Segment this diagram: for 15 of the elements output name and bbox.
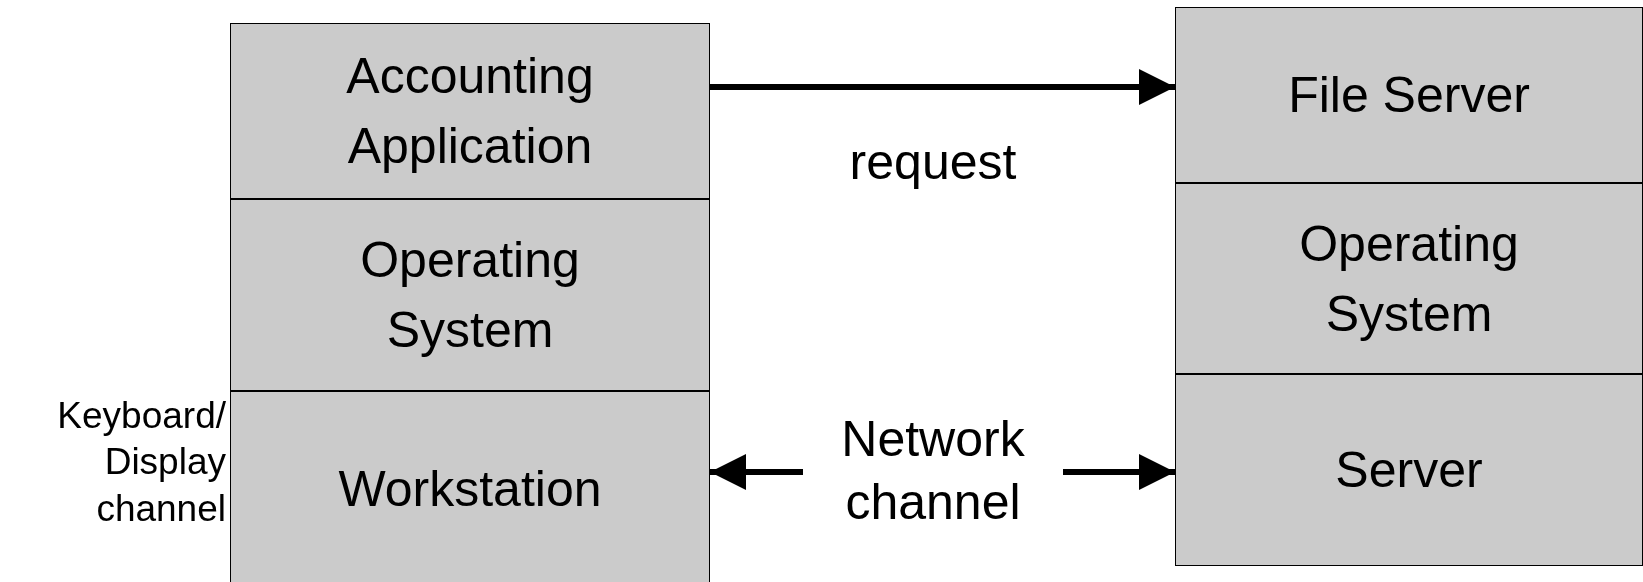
layer-box [230, 199, 710, 391]
layer-box [1175, 7, 1643, 183]
layer-label: Workstation [338, 459, 602, 519]
layer-box [1175, 183, 1643, 374]
edge-label: request [848, 133, 1018, 192]
layer-box [1175, 374, 1643, 566]
side-note: Keyboard/ Display channel [56, 394, 226, 531]
layer-label: Operating System [1298, 214, 1520, 344]
arrow [710, 69, 1175, 105]
layer-label: Accounting Application [345, 47, 595, 176]
layer-box [230, 391, 710, 582]
layer-label: File Server [1288, 66, 1530, 125]
layer-box [230, 23, 710, 199]
layer-label: Operating System [359, 231, 581, 360]
layer-label: Server [1335, 441, 1483, 500]
